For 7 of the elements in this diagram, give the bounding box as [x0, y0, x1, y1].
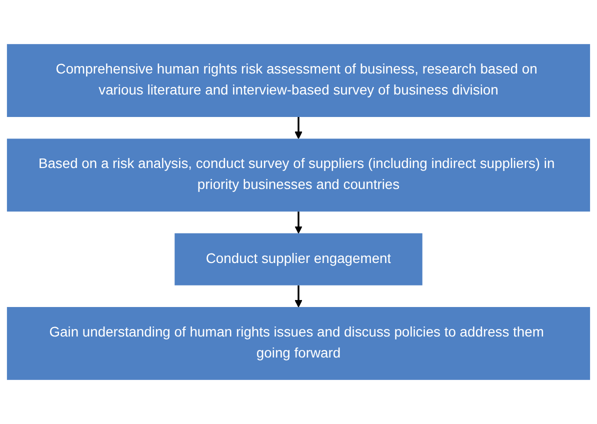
node-box: Comprehensive human rights risk assessment of business, research based on various literature and interview-based survey of business division: [6, 44, 590, 117]
arrow: [294, 116, 302, 140]
arrow: [294, 285, 302, 308]
node-box: Based on a risk analysis, conduct survey of suppliers (including indirect suppliers) in priority businesses and countries: [6, 138, 590, 212]
arrow: [294, 212, 302, 234]
node-box: Gain understanding of human rights issues and discuss policies to address them going forward: [6, 307, 590, 380]
node-box: Conduct supplier engagement: [174, 233, 422, 286]
